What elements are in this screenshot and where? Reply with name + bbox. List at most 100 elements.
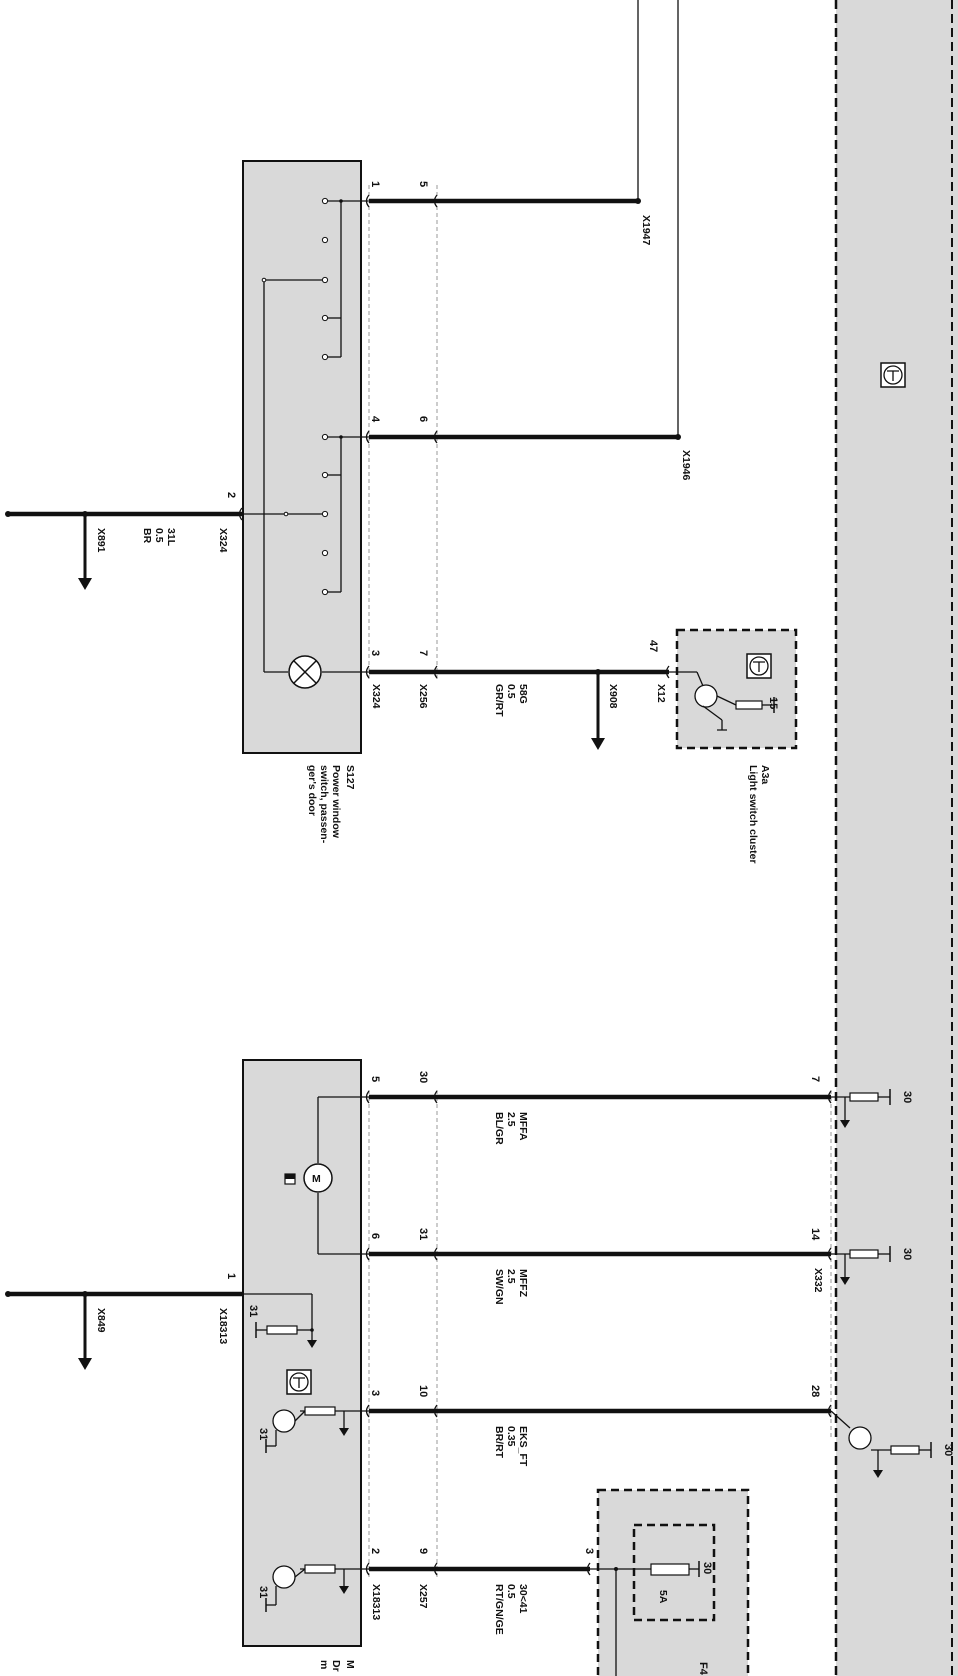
switch-module-s127 (242, 160, 369, 754)
wire-signal: 58G (517, 684, 529, 704)
pin-label: 7 (417, 650, 429, 656)
wire-58g (369, 669, 669, 750)
pin-label: 5 (417, 181, 429, 187)
wire-cross-section: 2.5 (505, 1112, 517, 1127)
pin-label: 3 (369, 1390, 381, 1396)
wire-signal: MFFZ (517, 1269, 529, 1298)
pin-label: 6 (369, 1233, 381, 1239)
ground-arrow-icon (78, 578, 92, 590)
connector-label: X908 (607, 684, 619, 709)
pin-label: 30 (901, 1248, 913, 1260)
pin-label: 7 (809, 1076, 821, 1082)
transistor-icon (265, 1406, 369, 1453)
transistor-icon (265, 1564, 369, 1612)
resistor-icon (243, 1293, 317, 1348)
pin-label: 4 (369, 416, 381, 423)
pin-label: 31 (257, 1428, 269, 1440)
pin-label: 2 (369, 1548, 381, 1554)
light-switch-cluster-a3a (669, 628, 798, 750)
ground-arrow-icon (591, 738, 605, 750)
transistor-icon (830, 1410, 932, 1478)
connector-label: X257 (417, 1584, 429, 1609)
pin-label: 3 (369, 650, 381, 656)
pin-label: 1 (369, 181, 381, 187)
pin-label: 9 (417, 1548, 429, 1554)
wire-color: BR/RT (493, 1426, 505, 1459)
wire-x1947 (369, 198, 641, 204)
pin-label: 47 (647, 640, 659, 652)
pin-label: 14 (809, 1228, 821, 1241)
pin-label: 3 (583, 1548, 595, 1554)
control-unit-labels: 7 14 X332 28 30 30 30 (809, 1076, 954, 1456)
wire-signal: 31L (165, 528, 177, 547)
pin-label: 1 (225, 1273, 237, 1279)
pin-label: 15 (767, 697, 779, 709)
pin-label: 30 (701, 1562, 713, 1574)
connector-label: X1946 (680, 450, 692, 481)
component-ref: S127 (344, 765, 356, 790)
connector-label: X324 (370, 684, 382, 709)
motor-module: M (242, 1059, 369, 1647)
pin-label: 30 (901, 1091, 913, 1103)
connector-label: X324 (217, 528, 229, 553)
wire-cross-section: 0.5 (153, 528, 165, 543)
connector-label: X256 (417, 684, 429, 709)
connector-label: X12 (655, 684, 667, 703)
svg-text:M: M (312, 1173, 321, 1185)
wire-cross-section: 0.5 (505, 684, 517, 699)
wire-color: RT/GN/GE (493, 1584, 505, 1635)
pin-label: 5 (369, 1076, 381, 1082)
connector-label: X18313 (217, 1308, 229, 1344)
wire-x1946 (369, 434, 681, 440)
control-unit-icon (286, 1369, 312, 1395)
control-unit-region (834, 0, 958, 1676)
a3a-labels: 47 X12 15 A3a Light switch cluster (647, 640, 779, 864)
wire-color: SW/GN (493, 1269, 505, 1305)
component-desc: Light switch cluster (747, 765, 759, 864)
pin-label: 6 (417, 416, 429, 422)
pin-label: 31 (417, 1228, 429, 1240)
motor-icon: M (284, 1096, 369, 1255)
resistor-icon (735, 697, 775, 713)
control-unit-terminals (830, 1089, 932, 1478)
fuse-rating: 5A (657, 1590, 669, 1604)
component-desc: Power window (330, 765, 342, 839)
control-unit-icon (746, 653, 772, 679)
connector-label: X18313 (370, 1584, 382, 1620)
lamp-icon (264, 655, 369, 689)
component-ref: F4 (697, 1662, 709, 1676)
wire-signal: MFFA (517, 1112, 529, 1141)
wire-signal: EKS_FT (517, 1426, 529, 1467)
fuse-labels: 3 30 5A F4 (583, 1548, 713, 1676)
component-desc: switch, passen- (318, 765, 330, 844)
component-desc: m (318, 1660, 330, 1669)
connector-label: X1947 (640, 215, 652, 246)
pin-label: 10 (417, 1385, 429, 1397)
s127-labels: 1 5 4 6 2 3 7 X1947 X1946 X324 31L 0.5 B… (95, 181, 692, 844)
wire-signal: 30<41 (517, 1584, 529, 1614)
transistor-icon (669, 671, 737, 731)
wire-ground-x849 (5, 1291, 243, 1370)
component-ref: A3a (759, 765, 771, 784)
component-ref: M (344, 1660, 356, 1669)
connector-label: X891 (95, 528, 107, 553)
pin-label: 30 (417, 1071, 429, 1083)
motor-labels: 5 30 6 31 1 3 10 2 9 31 31 31 X18313 X84… (95, 1071, 529, 1672)
fuse-box-f4 (590, 1488, 750, 1676)
wire-color: GR/RT (493, 684, 505, 717)
wire-cross-section: 0.5 (505, 1584, 517, 1599)
wire-cross-section: 0.35 (505, 1426, 517, 1447)
component-desc: ger's door (306, 765, 318, 816)
pin-label: 28 (809, 1385, 821, 1397)
component-desc: Dr (330, 1660, 342, 1672)
wire-color: BL/GR (493, 1112, 505, 1145)
control-unit-icon (880, 362, 906, 388)
wire-cross-section: 2.5 (505, 1269, 517, 1284)
wire-ground-31l (5, 511, 242, 590)
wire-color: BR (141, 528, 153, 544)
switch-contacts (242, 197, 369, 672)
pin-label: 30 (942, 1444, 954, 1456)
pin-label: 31 (247, 1305, 259, 1317)
pin-label: 2 (225, 492, 237, 498)
